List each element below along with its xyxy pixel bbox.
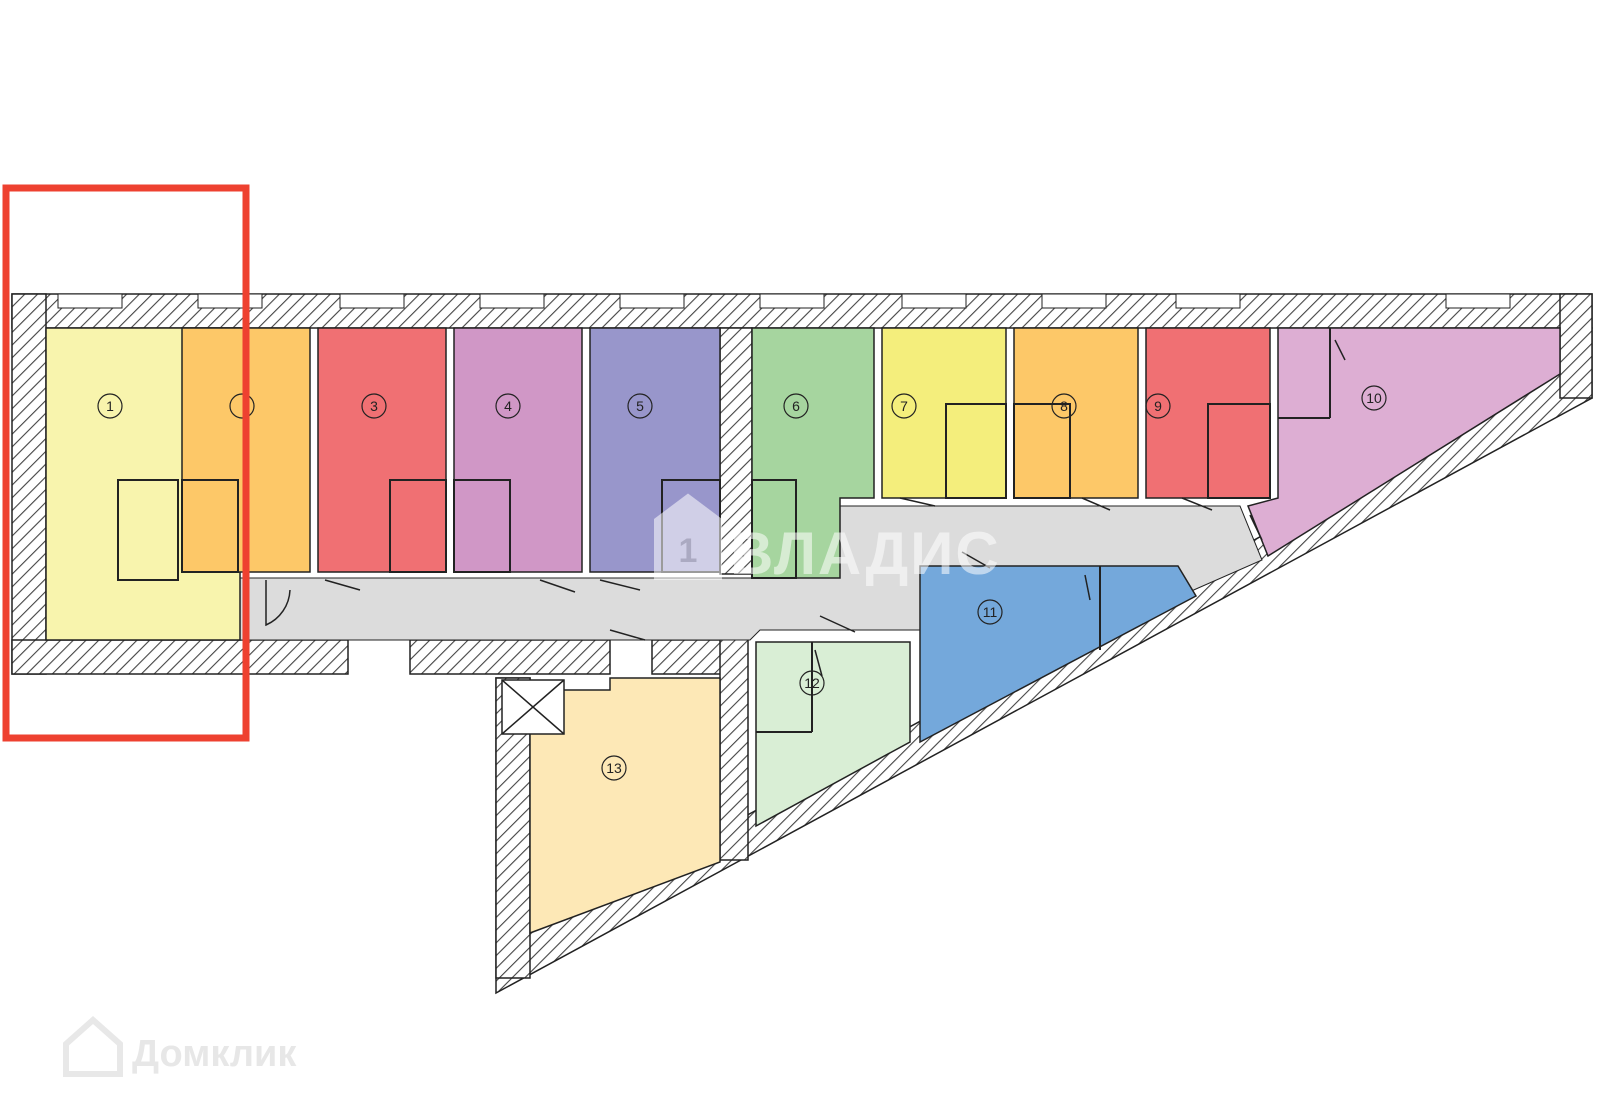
room-11[interactable] <box>919 565 1198 744</box>
closet-6 <box>751 479 797 579</box>
closet-3 <box>389 479 447 573</box>
door-swing <box>899 497 936 507</box>
door-swing <box>819 615 856 633</box>
door-swing <box>1334 339 1346 361</box>
window <box>619 293 685 309</box>
door-swing <box>814 649 823 677</box>
wall-left <box>11 293 47 675</box>
room-label-circle <box>783 393 809 419</box>
closet-2 <box>181 479 239 573</box>
closet-4 <box>453 479 511 573</box>
window <box>1445 293 1511 309</box>
window <box>1175 293 1241 309</box>
room-8[interactable] <box>1013 327 1139 499</box>
room-label-11: 11 <box>983 604 998 620</box>
highlight-frame <box>2 184 250 742</box>
room-label-circle <box>799 670 825 696</box>
watermark-house-icon <box>654 493 722 580</box>
room-label-circle <box>627 393 653 419</box>
room-label-10: 10 <box>1366 390 1382 406</box>
room-label-12: 12 <box>804 675 820 691</box>
top-windows <box>57 293 1511 309</box>
watermark-vladis: 1 ВЛАДИС <box>654 493 1001 587</box>
door-swing <box>324 579 361 591</box>
window <box>759 293 825 309</box>
door-swing <box>1081 497 1111 511</box>
room-label-circle <box>1051 393 1077 419</box>
room-3[interactable] <box>317 327 447 573</box>
room-12[interactable] <box>755 641 911 828</box>
domclick-text: Домклик <box>132 1033 297 1075</box>
room-label-7: 7 <box>900 398 908 414</box>
room-13[interactable] <box>529 677 721 935</box>
door-swing <box>1084 574 1091 601</box>
door-swing <box>599 579 641 591</box>
room-label-circle <box>495 393 521 419</box>
window <box>901 293 967 309</box>
doors <box>265 339 1346 677</box>
room-10[interactable] <box>1246 327 1561 558</box>
room-label-4: 4 <box>504 398 512 414</box>
room-label-1: 1 <box>106 398 114 414</box>
room-label-5: 5 <box>636 398 644 414</box>
closet-1 <box>117 479 179 581</box>
shaft-x-2 <box>501 679 565 735</box>
wall-right-cap <box>1559 293 1593 399</box>
door-swing <box>265 580 291 627</box>
door-swing <box>961 551 991 569</box>
wall-bottom-left-b <box>409 639 611 675</box>
room-label-circle <box>361 393 387 419</box>
room-7[interactable] <box>881 327 1007 499</box>
room-label-3: 3 <box>370 398 378 414</box>
watermark-domclick: Домклик <box>63 1015 297 1077</box>
domclick-house-icon <box>63 1015 123 1077</box>
room-label-circle <box>1361 385 1387 411</box>
closet-7 <box>945 403 1007 499</box>
door-swing <box>1181 497 1213 511</box>
room-label-13: 13 <box>606 760 622 776</box>
room-label-circle <box>977 599 1003 625</box>
window <box>57 293 123 309</box>
room-label-9: 9 <box>1154 398 1162 414</box>
room-label-6: 6 <box>792 398 800 414</box>
room-label-circle <box>97 393 123 419</box>
watermark-vladis-text: ВЛАДИС <box>730 520 1001 587</box>
shaft <box>501 679 565 735</box>
room-label-circle <box>891 393 917 419</box>
room-label-circle <box>601 755 627 781</box>
room-4[interactable] <box>453 327 583 573</box>
watermark-logo-glyph: 1 <box>679 532 698 570</box>
window <box>339 293 405 309</box>
closet-9 <box>1207 403 1271 499</box>
door-swing <box>539 579 576 593</box>
wall-13-12 <box>719 629 749 861</box>
wall-bottom-left-a <box>11 639 349 675</box>
room-label-8: 8 <box>1060 398 1068 414</box>
wall-5-6 <box>719 327 753 575</box>
window <box>1041 293 1107 309</box>
room-label-circle <box>1145 393 1171 419</box>
door-swing <box>1249 514 1263 541</box>
closet-8 <box>1013 403 1071 499</box>
door-swing <box>609 629 646 641</box>
window <box>479 293 545 309</box>
room-label-circle <box>229 393 255 419</box>
window <box>197 293 263 309</box>
